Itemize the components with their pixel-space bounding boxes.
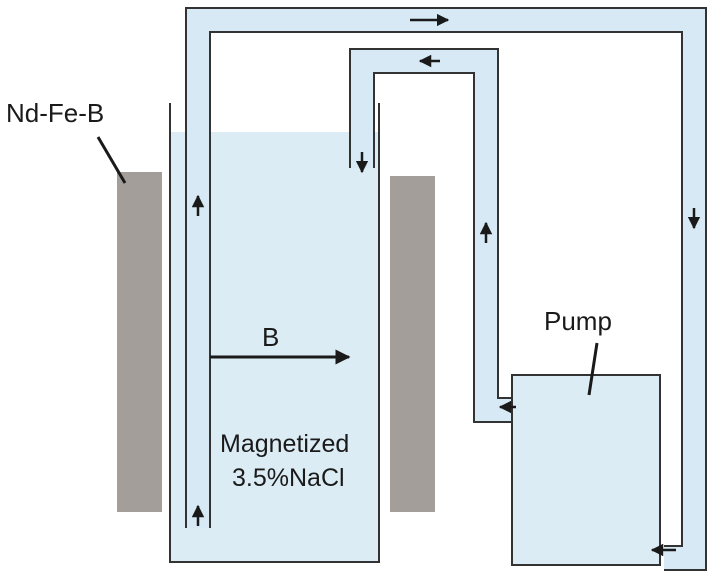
magnet-label: Nd-Fe-B — [6, 98, 105, 128]
solution-label-line1: Magnetized — [220, 430, 350, 458]
magnet-right — [390, 176, 435, 512]
solution-label-line2: 3.5%NaCl — [232, 464, 345, 492]
magnet-left — [117, 172, 162, 512]
beaker-outline — [169, 103, 380, 563]
magnet-label-leader — [96, 136, 127, 184]
pump-box — [511, 374, 661, 566]
field-label: B — [262, 322, 280, 352]
pump-label: Pump — [544, 306, 612, 336]
pump-label-leader — [587, 342, 599, 396]
arrow-icon — [191, 13, 701, 557]
